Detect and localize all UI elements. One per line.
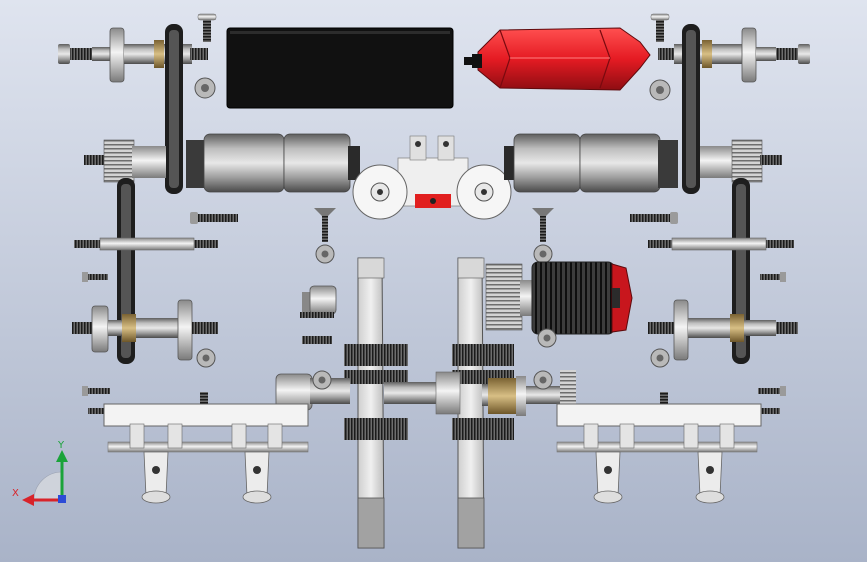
left-long-pin[interactable]: [74, 237, 218, 251]
left-leg-mount-2[interactable]: [242, 451, 272, 504]
standoff-stack-left[interactable]: [344, 344, 408, 440]
right-screw-small[interactable]: [630, 212, 678, 224]
right-small-screw-1[interactable]: [760, 272, 786, 282]
left-motor-pulley[interactable]: [84, 139, 166, 183]
right-side-plate[interactable]: [457, 257, 485, 549]
triad-x-label: X: [12, 488, 19, 499]
triad-y-label: Y: [57, 440, 65, 451]
top-left-screw[interactable]: [197, 13, 217, 42]
orientation-triad[interactable]: Y X: [12, 440, 68, 506]
center-left-countersunk-screw[interactable]: [314, 208, 336, 264]
left-screw-small[interactable]: [190, 212, 238, 224]
left-motor[interactable]: [186, 133, 360, 193]
left-leg-mount-1[interactable]: [141, 451, 171, 504]
standoff-stack-right[interactable]: [452, 344, 514, 440]
center-idler-bracket[interactable]: [352, 135, 512, 220]
right-leg-mount-2[interactable]: [695, 451, 725, 504]
right-linkage-bar[interactable]: [556, 403, 762, 453]
left-small-screw-1[interactable]: [82, 272, 108, 282]
main-drive-shaft[interactable]: [275, 370, 576, 418]
right-top-nut[interactable]: [649, 79, 671, 101]
middle-right-shaft-assembly[interactable]: [648, 299, 798, 368]
right-motor[interactable]: [504, 133, 678, 193]
middle-left-shaft-assembly[interactable]: [72, 299, 218, 368]
top-right-screw[interactable]: [650, 13, 670, 42]
right-motor-pulley[interactable]: [700, 139, 782, 183]
left-small-screw-2[interactable]: [82, 386, 208, 414]
left-top-nut[interactable]: [194, 77, 216, 99]
left-upper-belt[interactable]: [165, 24, 183, 194]
finned-motor[interactable]: [485, 261, 633, 348]
right-leg-mount-1[interactable]: [593, 451, 623, 504]
hex-bolt[interactable]: [300, 285, 337, 344]
right-upper-belt[interactable]: [682, 24, 700, 194]
battery-pack[interactable]: [464, 27, 651, 91]
left-side-plate[interactable]: [357, 257, 385, 549]
right-long-pin[interactable]: [648, 237, 794, 251]
left-linkage-bar[interactable]: [103, 403, 309, 453]
center-right-countersunk-screw[interactable]: [532, 208, 554, 264]
right-small-screw-2[interactable]: [660, 386, 786, 414]
controller-box[interactable]: [226, 27, 454, 109]
